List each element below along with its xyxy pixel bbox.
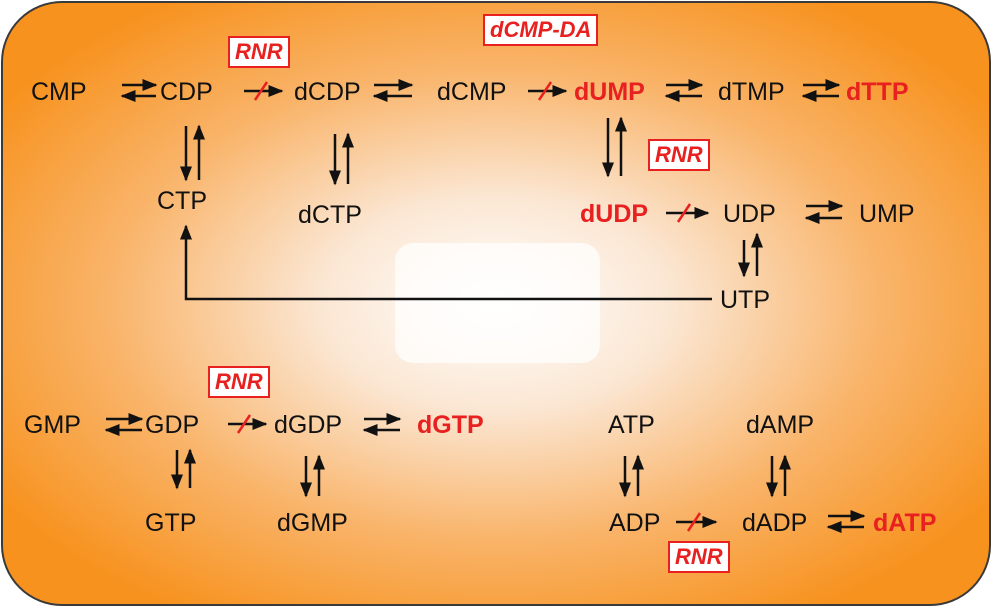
metabolite-dctp: dCTP	[298, 201, 362, 229]
metabolite-dcdp: dCDP	[294, 78, 361, 106]
metabolite-dgmp: dGMP	[277, 509, 348, 537]
enzyme-label-rnr: RNR	[668, 541, 730, 573]
metabolite-gmp: GMP	[24, 411, 81, 439]
metabolite-dtmp: dTMP	[718, 78, 785, 106]
enzyme-label-rnr: RNR	[228, 36, 290, 68]
enzyme-label-rnr: RNR	[208, 366, 270, 398]
metabolite-dttp: dTTP	[846, 78, 909, 106]
metabolite-gdp: GDP	[145, 411, 200, 439]
metabolite-dcmp: dCMP	[437, 78, 507, 106]
metabolite-utp: UTP	[720, 286, 770, 314]
metabolite-dadp: dADP	[742, 509, 808, 537]
metabolite-gtp: GTP	[145, 509, 197, 537]
metabolite-dump: dUMP	[574, 78, 645, 106]
blocked-reaction-marks	[236, 81, 702, 532]
metabolite-adp: ADP	[609, 509, 661, 537]
enzyme-label-rnr: RNR	[648, 139, 710, 171]
metabolite-damp: dAMP	[746, 411, 815, 439]
metabolite-dudp: dUDP	[580, 200, 649, 228]
metabolite-udp: UDP	[723, 200, 776, 228]
metabolite-dgdp: dGDP	[274, 411, 343, 439]
enzyme-label-dcmp-da: dCMP-DA	[483, 14, 599, 46]
metabolite-atp: ATP	[608, 411, 655, 439]
metabolite-dgtp: dGTP	[417, 411, 484, 439]
metabolite-datp: dATP	[873, 509, 937, 537]
metabolite-ump: UMP	[859, 200, 915, 228]
metabolite-cmp: CMP	[31, 78, 87, 106]
metabolite-ctp: CTP	[157, 187, 207, 215]
metabolite-cdp: CDP	[160, 78, 213, 106]
